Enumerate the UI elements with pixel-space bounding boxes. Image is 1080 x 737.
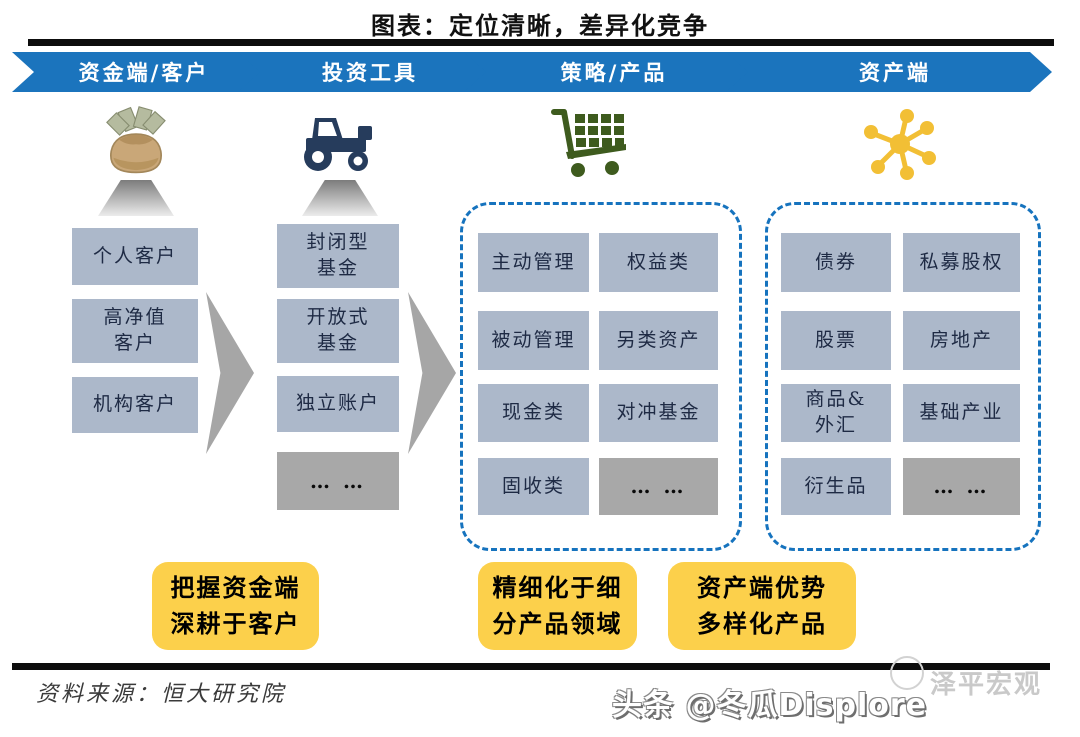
stage-arrow-funding: 资金端/客户 [12,52,264,92]
spotlight-shadow [98,180,174,216]
flow-arrow [206,292,254,454]
note-funding: 把握资金端 深耕于客户 [152,562,319,650]
stage-label: 资产端 [859,60,931,85]
box-product: 权益类 [599,233,718,292]
box-strategy: 主动管理 [478,233,589,292]
box-product-more: … … [599,458,718,515]
stage-label: 资金端/客户 [78,60,210,85]
strategy-products-group [460,202,742,551]
box-product: 对冲基金 [599,384,718,442]
tractor-icon [298,112,382,174]
box-vehicle-more: … … [277,452,399,510]
network-hub-icon [858,108,942,184]
box-strategy: 固收类 [478,458,589,515]
box-vehicle: 开放式 基金 [277,299,399,363]
box-vehicle: 独立账户 [277,376,399,432]
source-note: 资料来源：恒大研究院 [36,682,287,707]
box-asset: 私募股权 [903,233,1020,292]
box-vehicle: 封闭型 基金 [277,224,399,288]
page-title: 图表：定位清晰，差异化竞争 [371,11,709,40]
zeping-logo [890,656,924,690]
box-strategy: 被动管理 [478,311,589,370]
watermark-zeping: 泽平宏观 [930,670,1043,700]
flow-arrow [408,292,456,454]
box-asset: 股票 [781,311,891,370]
box-asset: 商品& 外汇 [781,384,891,442]
stage-label: 投资工具 [322,60,418,85]
top-rule [28,39,1054,46]
note-assets: 资产端优势 多样化产品 [668,562,856,650]
box-asset-more: … … [903,458,1020,515]
spotlight-shadow [302,180,378,216]
stage-arrow-vehicles: 投资工具 [238,52,490,92]
box-asset: 衍生品 [781,458,891,515]
stage-arrow-strategy: 策略/产品 [464,52,752,92]
box-asset: 基础产业 [903,384,1020,442]
box-client-type: 个人客户 [72,228,198,285]
box-asset: 房地产 [903,311,1020,370]
asset-classes-group [765,202,1041,551]
box-client-type: 高净值 客户 [72,299,198,363]
watermark-toutiao: 头条 @冬瓜Displore [612,688,927,723]
box-client-type: 机构客户 [72,377,198,433]
stage-label: 策略/产品 [560,60,668,85]
bottom-rule [12,663,1050,670]
stage-arrow-assets: 资产端 [726,52,1052,92]
box-product: 另类资产 [599,311,718,370]
box-asset: 债券 [781,233,891,292]
shopping-cart-icon [548,106,632,180]
box-strategy: 现金类 [478,384,589,442]
note-products: 精细化于细 分产品领域 [478,562,637,650]
money-bag-icon [100,106,172,178]
